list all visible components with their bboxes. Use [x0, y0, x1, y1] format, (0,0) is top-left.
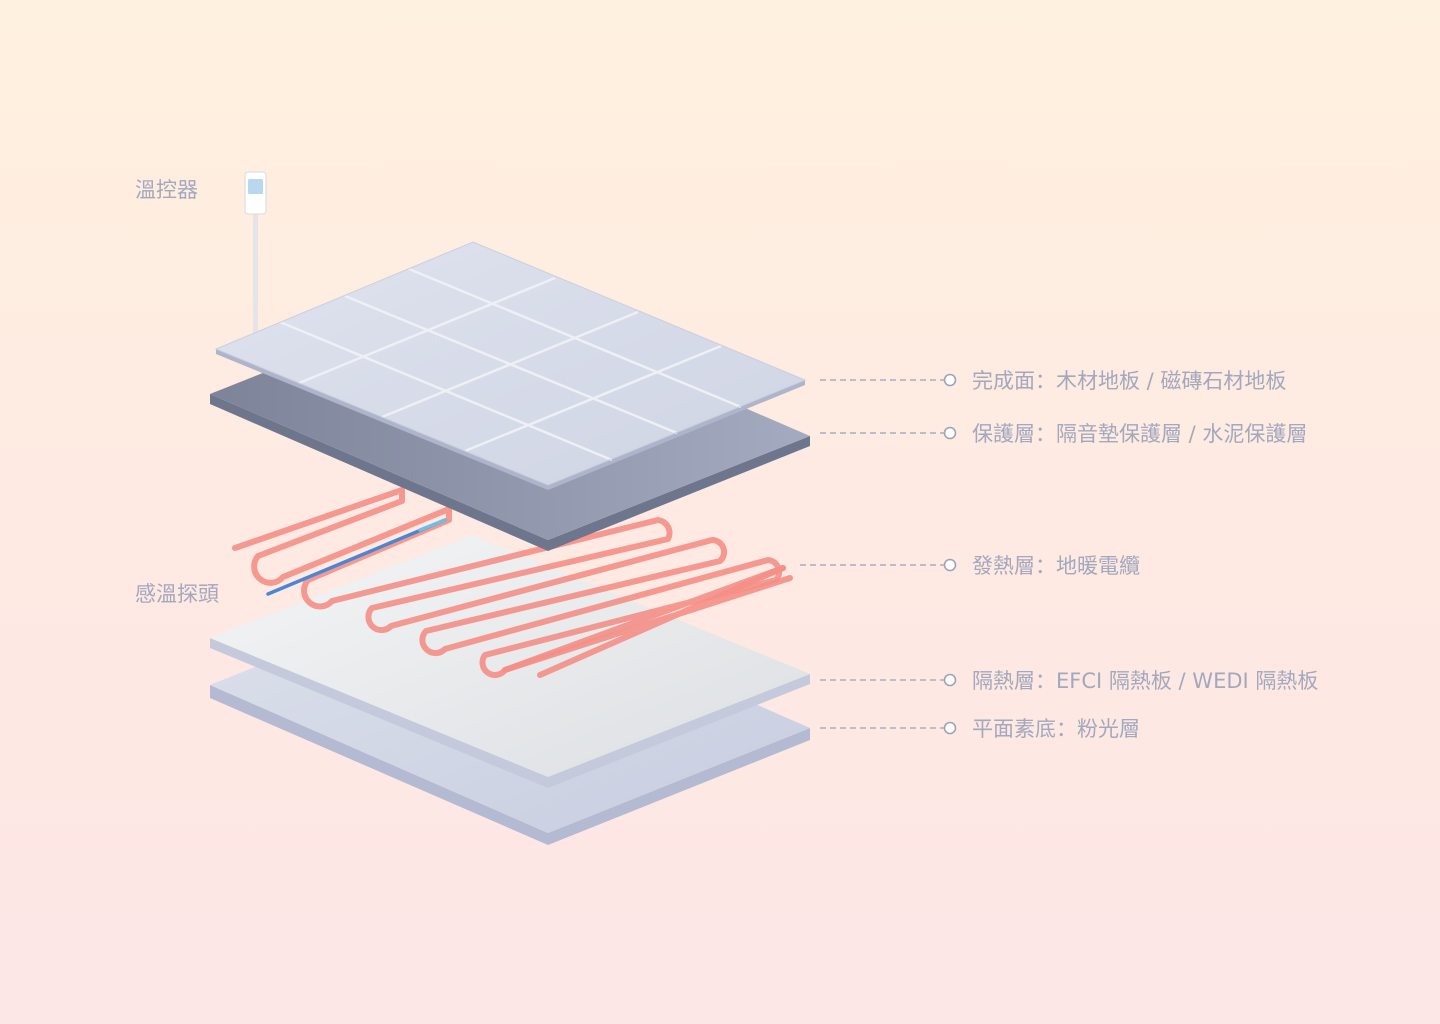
thermostat-label: 溫控器 — [135, 178, 198, 202]
layer-label-insulation: 隔熱層：EFCI 隔熱板 / WEDI 隔熱板 — [972, 669, 1318, 693]
callout-dot — [943, 673, 957, 687]
callout-dot — [943, 558, 957, 572]
layer-callout-insulation: 隔熱層：EFCI 隔熱板 / WEDI 隔熱板 — [820, 669, 1318, 693]
layer-label-base: 平面素底：粉光層 — [972, 717, 1140, 741]
layer-callout-protect: 保護層：隔音墊保護層 / 水泥保護層 — [820, 422, 1307, 446]
layer-callout-heating: 發熱層：地暖電纜 — [800, 554, 1140, 578]
finish-layer-tiles — [214, 241, 807, 490]
sensor-probe-wire — [266, 518, 447, 596]
sensor-probe-label: 感溫探頭 — [135, 582, 219, 606]
callout-dot — [943, 721, 957, 735]
layer-label-protect: 保護層：隔音墊保護層 / 水泥保護層 — [972, 422, 1307, 446]
layer-callout-base: 平面素底：粉光層 — [820, 717, 1140, 741]
callout-dot — [943, 373, 957, 387]
thermostat — [244, 171, 267, 333]
layer-label-finish: 完成面：木材地板 / 磁磚石材地板 — [972, 369, 1286, 393]
callout-dot — [943, 426, 957, 440]
layer-label-heating: 發熱層：地暖電纜 — [972, 554, 1140, 578]
heating-cable — [232, 487, 793, 678]
layer-callout-finish: 完成面：木材地板 / 磁磚石材地板 — [820, 369, 1286, 393]
